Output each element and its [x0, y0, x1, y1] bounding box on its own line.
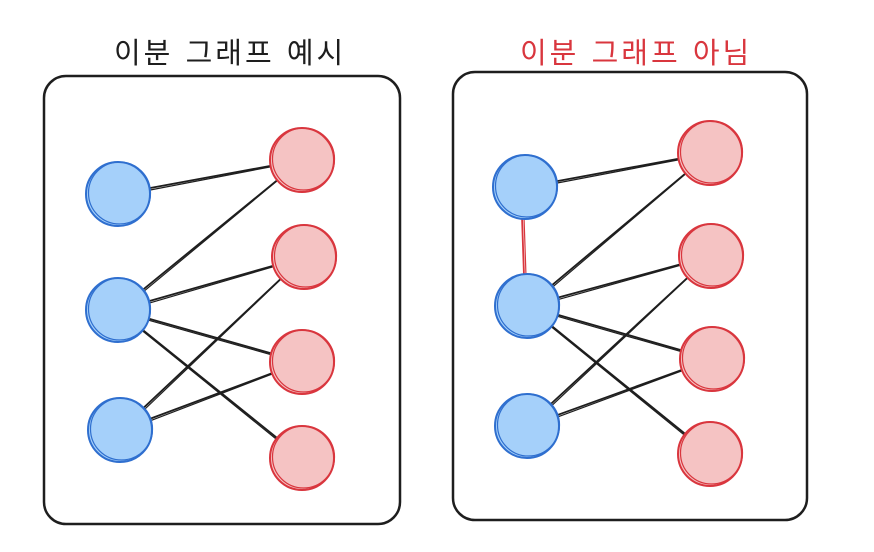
edge-b2-r4 — [140, 327, 280, 441]
edge-b2-r1-sketch — [141, 179, 279, 294]
panel-frame-right — [451, 70, 809, 522]
edge-b2-r1-sketch — [550, 172, 687, 290]
edge-b2-r1 — [549, 171, 688, 288]
node-sketch-outline — [271, 127, 336, 191]
node-sketch-outline — [87, 161, 152, 225]
edge-b2-r3-sketch — [556, 315, 683, 353]
edge-b3-r3 — [147, 371, 275, 421]
node-sketch-outline — [679, 120, 744, 184]
node-sketch-outline — [271, 425, 336, 489]
edge-b2-r4-sketch — [550, 326, 687, 437]
conflict-edge-b1-b2-sketch — [523, 216, 527, 277]
edge-b2-r4 — [549, 323, 688, 437]
edge-b3-r3 — [554, 368, 685, 417]
edge-b1-r1-sketch — [147, 166, 273, 191]
edge-b3-r3-sketch — [555, 369, 684, 419]
node-sketch-outline — [679, 421, 744, 485]
conflict-edge-b1-b2 — [521, 216, 525, 277]
edge-b2-r2 — [145, 264, 277, 303]
edge-b1-r1 — [553, 157, 682, 183]
node-sketch-outline — [87, 277, 152, 341]
edge-b1-r1-sketch — [554, 159, 681, 184]
edge-b2-r2-sketch — [556, 264, 682, 301]
edge-b1-r1 — [146, 164, 274, 190]
edge-b2-r3-sketch — [147, 319, 273, 356]
edge-b2-r2-sketch — [147, 265, 275, 305]
node-sketch-outline — [89, 397, 154, 461]
edge-b2-r4-sketch — [141, 330, 279, 441]
edge-b2-r3 — [145, 317, 275, 355]
node-sketch-outline — [496, 273, 561, 337]
edge-b2-r3 — [554, 313, 685, 352]
edge-b3-r2-sketch — [142, 278, 282, 412]
edge-b3-r3-sketch — [148, 373, 274, 422]
panel-frame-left — [42, 74, 402, 526]
panel-title-bipartite-example: 이분 그래프 예시 — [114, 36, 347, 70]
edge-b3-r2-sketch — [549, 276, 689, 409]
node-sketch-outline — [271, 329, 336, 393]
node-sketch-outline — [496, 393, 561, 457]
node-sketch-outline — [680, 223, 745, 287]
edge-b2-r1 — [140, 178, 280, 292]
panel-title-not-bipartite: 이분 그래프 아님 — [520, 36, 753, 70]
edge-b2-r2 — [555, 262, 683, 300]
node-sketch-outline — [494, 154, 559, 218]
node-sketch-outline — [681, 326, 746, 390]
node-sketch-outline — [273, 224, 338, 288]
